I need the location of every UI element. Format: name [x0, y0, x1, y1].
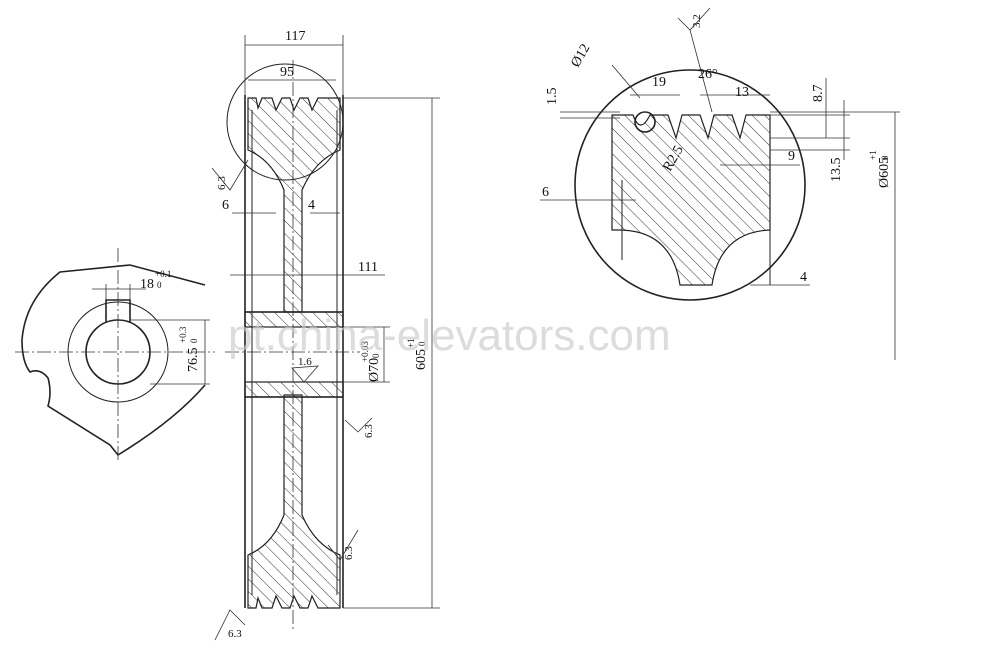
detail-left-thickness: 6: [542, 185, 549, 200]
top-rim-section: [247, 97, 341, 313]
dim-web-span: 111: [358, 260, 378, 275]
rope-circle: [634, 111, 656, 133]
detail-groove-angle: 26°: [698, 67, 718, 82]
roughness-symbol-right-upper: [344, 417, 373, 433]
keyway-depth-tol-lower: 0: [189, 338, 199, 343]
hub-outer-contour: [21, 264, 206, 457]
hub-side-view: [15, 248, 215, 460]
detail-groove-depth: 8.7: [811, 85, 826, 103]
bottom-rim-section: [247, 394, 341, 609]
detail-outer-tol-lower: 0: [880, 155, 890, 160]
roughness-groove-value: 3.2: [691, 14, 703, 28]
detail-outer-tol-upper: +1: [868, 150, 878, 160]
detail-callout-circle: [226, 63, 344, 181]
detail-outer-diameter: Ø605: [877, 157, 892, 188]
keyway-width-label: 18: [140, 277, 154, 292]
dim-overall-width: 117: [285, 29, 305, 44]
detail-rim-depth: 13.5: [829, 158, 844, 183]
dim-bore-diameter: Ø70: [367, 358, 382, 382]
roughness-bore-value: 1.6: [298, 356, 312, 368]
dim-groove-width: 95: [280, 65, 294, 80]
detail-rope-diameter: Ø12: [568, 42, 593, 70]
dim-outer-diameter: 605: [414, 349, 429, 370]
detail-top-offset: 1.5: [545, 88, 560, 106]
dim-outer-tol-upper: +1: [406, 338, 416, 348]
roughness-symbol-bore: [291, 365, 319, 383]
dim-outer-tol-lower: 0: [417, 341, 427, 346]
groove-rim-section: [611, 114, 771, 286]
dim-bore-tol-upper: +0.03: [360, 341, 370, 362]
roughness-symbol-groove: [677, 7, 711, 31]
roughness-bottom-value: 6.3: [228, 628, 242, 640]
hub-lower-section: [244, 381, 344, 398]
detail-groove-bottom: 9: [788, 149, 795, 164]
dim-bore-tol-lower: 0: [371, 353, 381, 358]
keyway-width-tol-upper: +0.1: [155, 269, 171, 279]
detail-groove-top-width: 13: [735, 85, 749, 100]
roughness-left-value: 6.3: [216, 176, 228, 190]
dim-angle-leader: [689, 29, 713, 113]
roughness-symbol-right-lower: [327, 529, 359, 561]
detail-groove-pitch: 19: [652, 75, 666, 90]
detail-boundary-circle: [574, 69, 806, 301]
groove-detail-view: [540, 7, 900, 360]
watermark-text: pt.china-elevators.com: [228, 311, 671, 360]
detail-right-thickness: 4: [800, 270, 807, 285]
dim-left-offset: 6: [222, 198, 229, 213]
rope-leader: [611, 64, 641, 99]
sheave-section-view: [211, 35, 440, 641]
roughness-symbol-bottom: [214, 609, 246, 641]
bore-circle: [85, 319, 151, 385]
keyway-depth-label: 76.5: [186, 348, 201, 373]
dim-right-offset: 4: [308, 198, 315, 213]
roughness-right-upper-value: 6.3: [363, 424, 375, 438]
roughness-symbol-left: [211, 159, 249, 191]
keyway-depth-tol-upper: +0.3: [178, 326, 188, 343]
roughness-right-lower-value: 6.3: [343, 546, 355, 560]
keyway-width-tol-lower: 0: [157, 280, 162, 290]
